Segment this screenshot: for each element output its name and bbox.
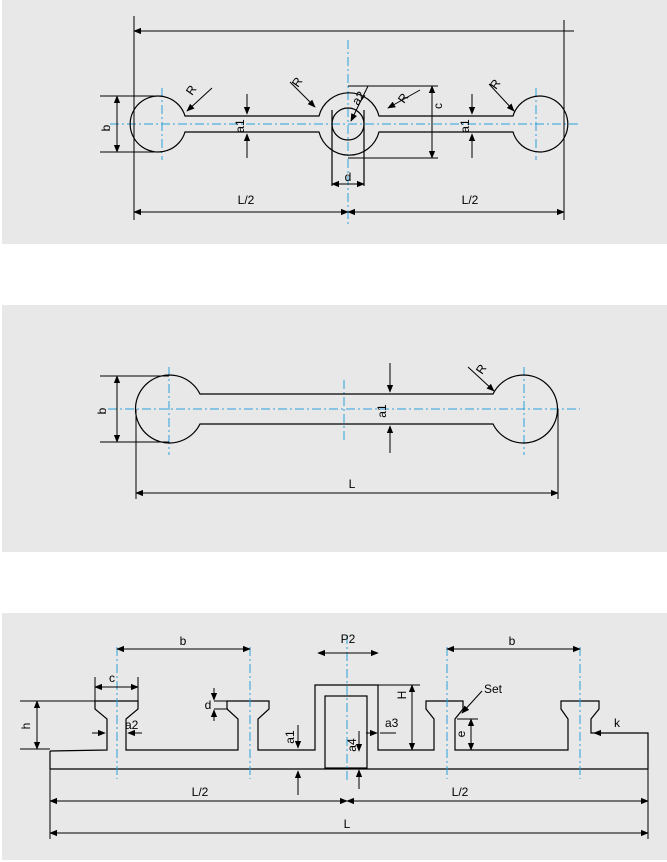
a1-label: a1 [375,404,389,418]
profile-section-drawing: b b P2 c h a2 d a1 a4 H a3 Set e k [19,632,649,839]
diagram-panel-middle: b R a1 L [2,305,667,552]
dumbbell-drawing: b R a1 L [95,361,580,499]
c-label: c [109,671,115,685]
b-label: b [95,407,109,414]
set-label: Set [484,682,503,696]
r-leader-left [186,87,213,112]
a2-label: a2 [125,718,139,732]
length-label: L [344,817,351,831]
p2-label: P2 [341,632,356,646]
h-label: h [19,723,33,730]
set-leader [461,690,483,714]
r-label-mid: R [289,74,306,89]
d-label: d [345,170,352,184]
d-label: d [205,698,212,712]
a3-label: a3 [385,716,399,730]
a1-label-left: a1 [233,119,247,133]
half-length-right-label: L/2 [462,193,479,207]
r-label-right: R [487,76,504,91]
diagram-panel-bottom: b b P2 c h a2 d a1 a4 H a3 Set e k [2,613,667,860]
b-label-left: b [180,634,187,648]
center-channel [324,695,368,769]
r-leader-ring [387,89,421,109]
r-label-left: R [183,82,200,97]
a1-label-right: a1 [458,119,472,133]
r-leader [467,366,495,392]
c-label: c [431,103,445,109]
half-length-left-label: L/2 [192,785,209,799]
a2-leader [350,85,369,122]
diagram-panel-top: b R R R R a2 c a1 a1 d L/2 L/2 [2,0,667,244]
k-label: k [614,716,621,730]
half-length-left-label: L/2 [238,193,255,207]
part-outline [134,374,559,444]
a1-label: a1 [283,730,297,744]
r-leader-mid [289,81,316,108]
half-length-right-label: L/2 [452,785,469,799]
a4-label: a4 [345,738,359,752]
part-outline [129,92,569,156]
dumbbell-with-center-ring-drawing: b R R R R a2 c a1 a1 d L/2 L/2 [99,16,580,225]
H-label: H [395,691,409,700]
length-label: L [349,477,356,491]
e-label: e [454,730,468,737]
r-leader-right [488,83,515,112]
b-label: b [99,124,113,131]
r-label-ring: R [395,90,412,105]
b-label-right: b [509,634,516,648]
